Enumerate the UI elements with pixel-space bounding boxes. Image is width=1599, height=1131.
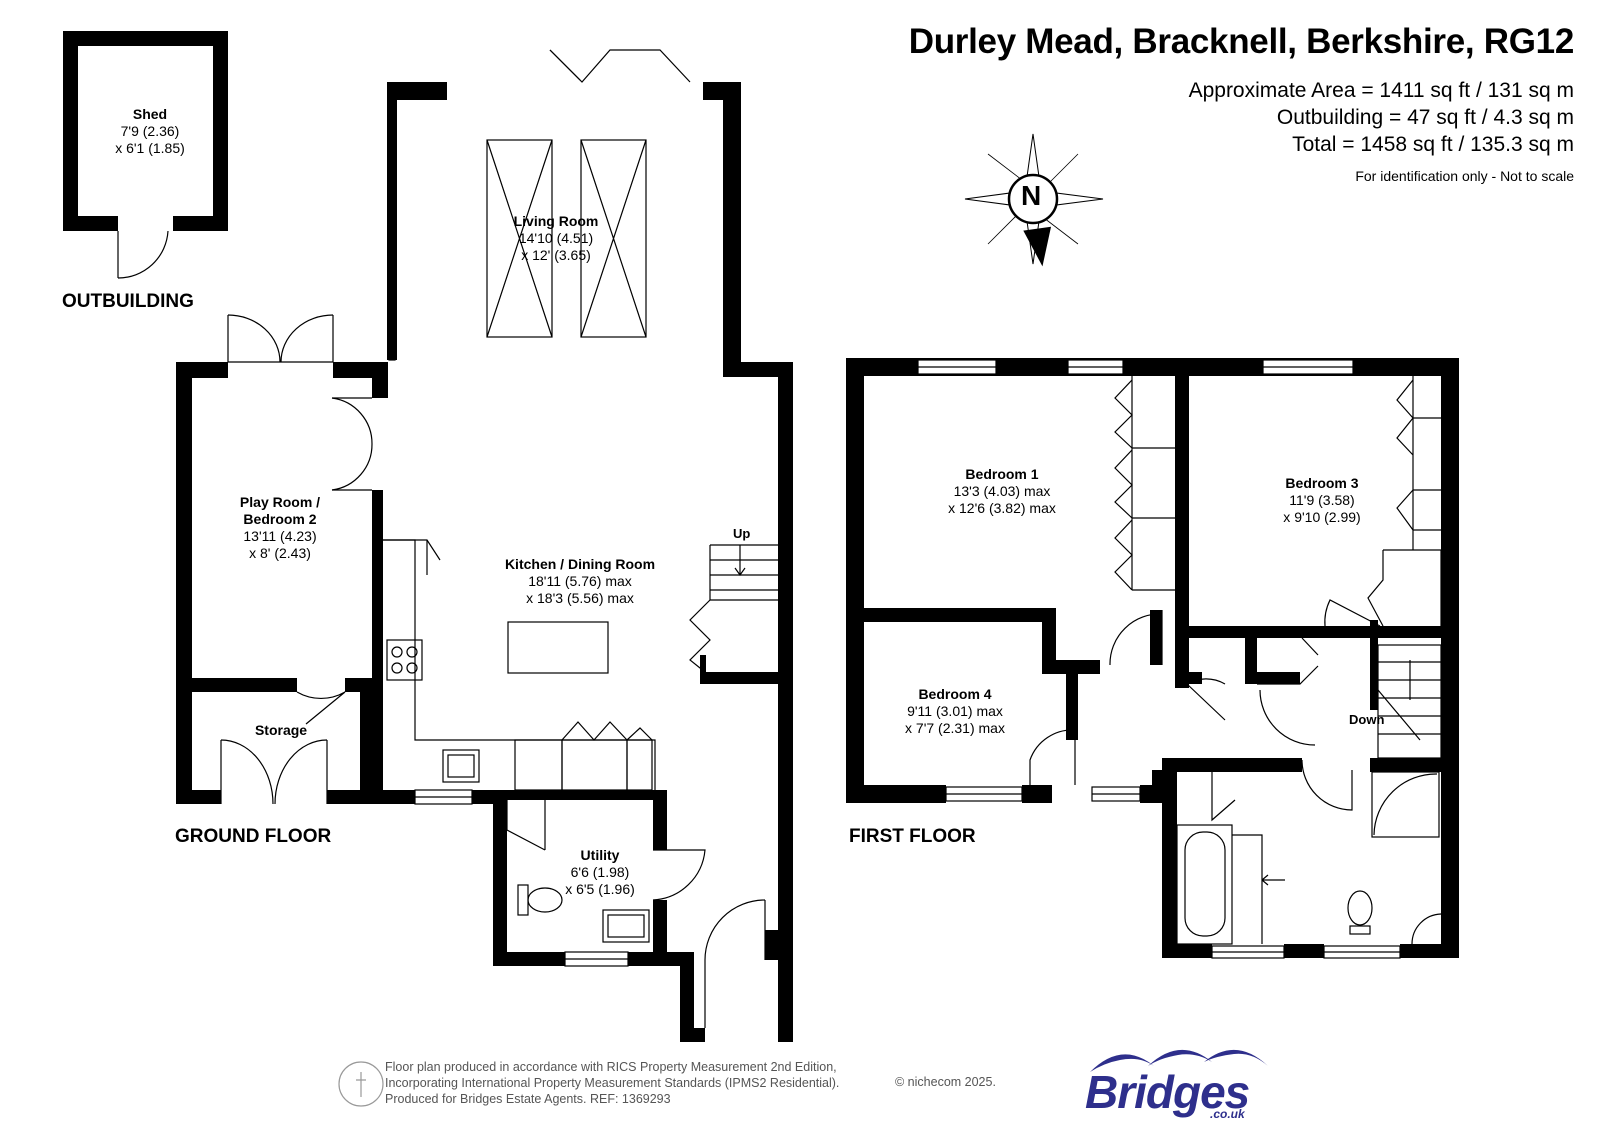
shower-icon xyxy=(1371,771,1440,838)
first-floor-label: FIRST FLOOR xyxy=(849,826,976,847)
brand-logo: Bridges xyxy=(1085,1066,1250,1118)
skylight-left xyxy=(486,139,553,338)
approx-area: Approximate Area = 1411 sq ft / 131 sq m xyxy=(1188,79,1574,102)
bathroom-toilet-icon xyxy=(1347,890,1373,926)
footer-notes: Floor plan produced in accordance with R… xyxy=(385,1059,839,1107)
brand-domain: .co.uk xyxy=(1210,1107,1245,1121)
bathroom-basin-icon xyxy=(1411,913,1442,945)
stairs-down-label: Down xyxy=(1349,712,1385,727)
kitchen-sink-icon xyxy=(442,749,480,783)
utility-sink-icon xyxy=(602,909,650,943)
playroom-doors xyxy=(227,315,334,362)
living-window xyxy=(388,99,396,361)
first-floor-walls xyxy=(846,358,1459,958)
brand-logo-roofs xyxy=(1090,1049,1268,1072)
room-bedroom3: Bedroom 3 11'9 (3.58) x 9'10 (2.99) xyxy=(1283,475,1361,525)
total-area: Total = 1458 sq ft / 135.3 sq m xyxy=(1292,133,1574,156)
disclaimer: For identification only - Not to scale xyxy=(1355,168,1574,184)
skylight-right xyxy=(580,139,647,338)
room-shed: Shed 7'9 (2.36) x 6'1 (1.85) xyxy=(115,106,185,156)
ground-floor-label: GROUND FLOOR xyxy=(175,826,332,847)
outbuilding-area: Outbuilding = 47 sq ft / 4.3 sq m xyxy=(1276,106,1574,129)
room-playroom: Play Room / Bedroom 2 13'11 (4.23) x 8' … xyxy=(239,494,321,561)
page-title: Durley Mead, Bracknell, Berkshire, RG12 xyxy=(908,22,1575,61)
copyright: © nichecom 2025. xyxy=(895,1075,996,1089)
stairs-down xyxy=(1377,644,1442,759)
kitchen-island xyxy=(507,621,609,674)
person-icon xyxy=(338,1061,384,1107)
bifold-doors xyxy=(549,49,691,83)
room-utility: Utility 6'6 (1.98) x 6'5 (1.96) xyxy=(565,847,635,897)
footer-line-2: Incorporating International Property Mea… xyxy=(385,1076,840,1090)
room-storage: Storage xyxy=(254,722,308,738)
compass-letter: N xyxy=(1021,180,1042,211)
fridge-door xyxy=(383,539,441,561)
room-living: Living Room 14'10 (4.51) x 12' (3.65) xyxy=(513,213,599,263)
hob-icon xyxy=(386,639,423,681)
room-bedroom4: Bedroom 4 9'11 (3.01) max x 7'7 (2.31) m… xyxy=(905,686,1005,736)
footer-line-3: Produced for Bridges Estate Agents. REF:… xyxy=(385,1092,671,1106)
toilet-icon xyxy=(517,884,563,916)
ground-floor-walls xyxy=(176,82,793,1042)
outbuilding-label: OUTBUILDING xyxy=(62,291,194,312)
room-bedroom1: Bedroom 1 13'3 (4.03) max x 12'6 (3.82) … xyxy=(948,466,1056,516)
room-kitchen: Kitchen / Dining Room 18'11 (5.76) max x… xyxy=(504,556,656,606)
stairs-up xyxy=(709,544,778,601)
north-arrow-icon xyxy=(964,133,1104,267)
bath-icon xyxy=(1176,824,1263,945)
first-floor-top-windows xyxy=(917,359,1354,375)
shed-door-swing xyxy=(117,230,169,279)
stairs-up-label: Up xyxy=(733,526,751,541)
shed-walls xyxy=(63,31,228,231)
footer-line-1: Floor plan produced in accordance with R… xyxy=(385,1060,837,1074)
